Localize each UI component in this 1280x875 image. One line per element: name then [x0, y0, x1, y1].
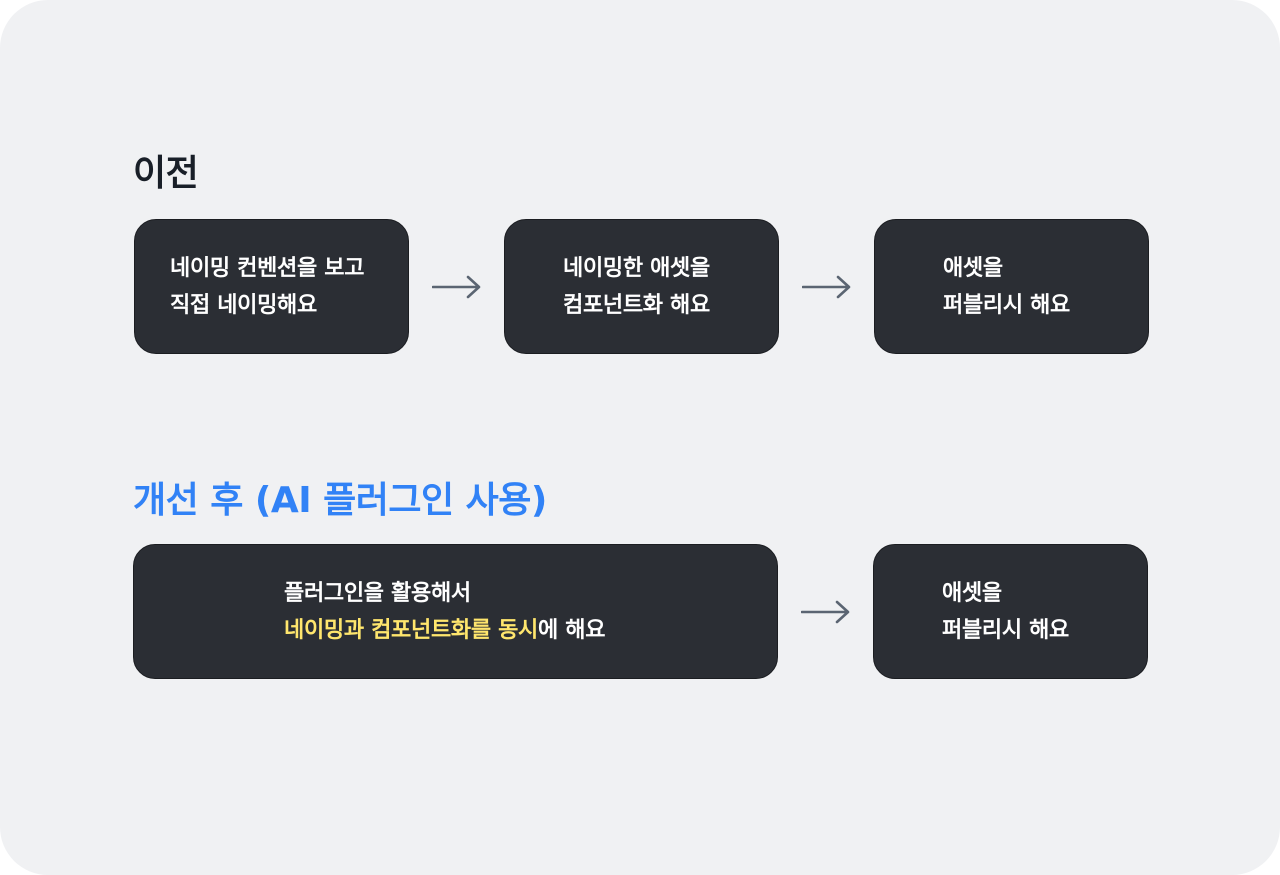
- before-step-publish: 애셋을 퍼블리시 해요: [874, 219, 1149, 354]
- step-label-line1: 애셋을: [942, 581, 1002, 606]
- after-step-plugin: 플러그인을 활용해서 네이밍과 컴포넌트화를 동시에 해요: [133, 544, 778, 679]
- step-label-line1: 네이밍한 애셋을: [563, 256, 710, 281]
- arrow-right-icon: [801, 600, 850, 624]
- before-section-title: 이전: [133, 153, 199, 194]
- step-label-line1: 네이밍 컨벤션을 보고: [170, 256, 365, 281]
- arrow-right-icon: [802, 275, 851, 299]
- step-label-line1: 플러그인을 활용해서: [284, 581, 471, 606]
- after-section-title: 개선 후 (AI 플러그인 사용): [133, 480, 547, 521]
- after-step-publish: 애셋을 퍼블리시 해요: [873, 544, 1148, 679]
- before-step-naming: 네이밍 컨벤션을 보고 직접 네이밍해요: [134, 219, 409, 354]
- arrow-right-icon: [432, 275, 481, 299]
- step-label-line2: 컴포넌트화 해요: [563, 293, 710, 318]
- step-label-line2: 직접 네이밍해요: [170, 293, 317, 318]
- before-step-componentize: 네이밍한 애셋을 컴포넌트화 해요: [504, 219, 779, 354]
- step-label-line2: 퍼블리시 해요: [942, 618, 1069, 643]
- highlight-text: 네이밍과 컴포넌트화를 동시: [284, 618, 538, 643]
- step-label-line1: 애셋을: [943, 256, 1003, 281]
- step-label-line2: 퍼블리시 해요: [943, 293, 1070, 318]
- step-label-line2-rest: 에 해요: [538, 618, 606, 643]
- step-label-line2: 네이밍과 컴포넌트화를 동시에 해요: [284, 612, 605, 649]
